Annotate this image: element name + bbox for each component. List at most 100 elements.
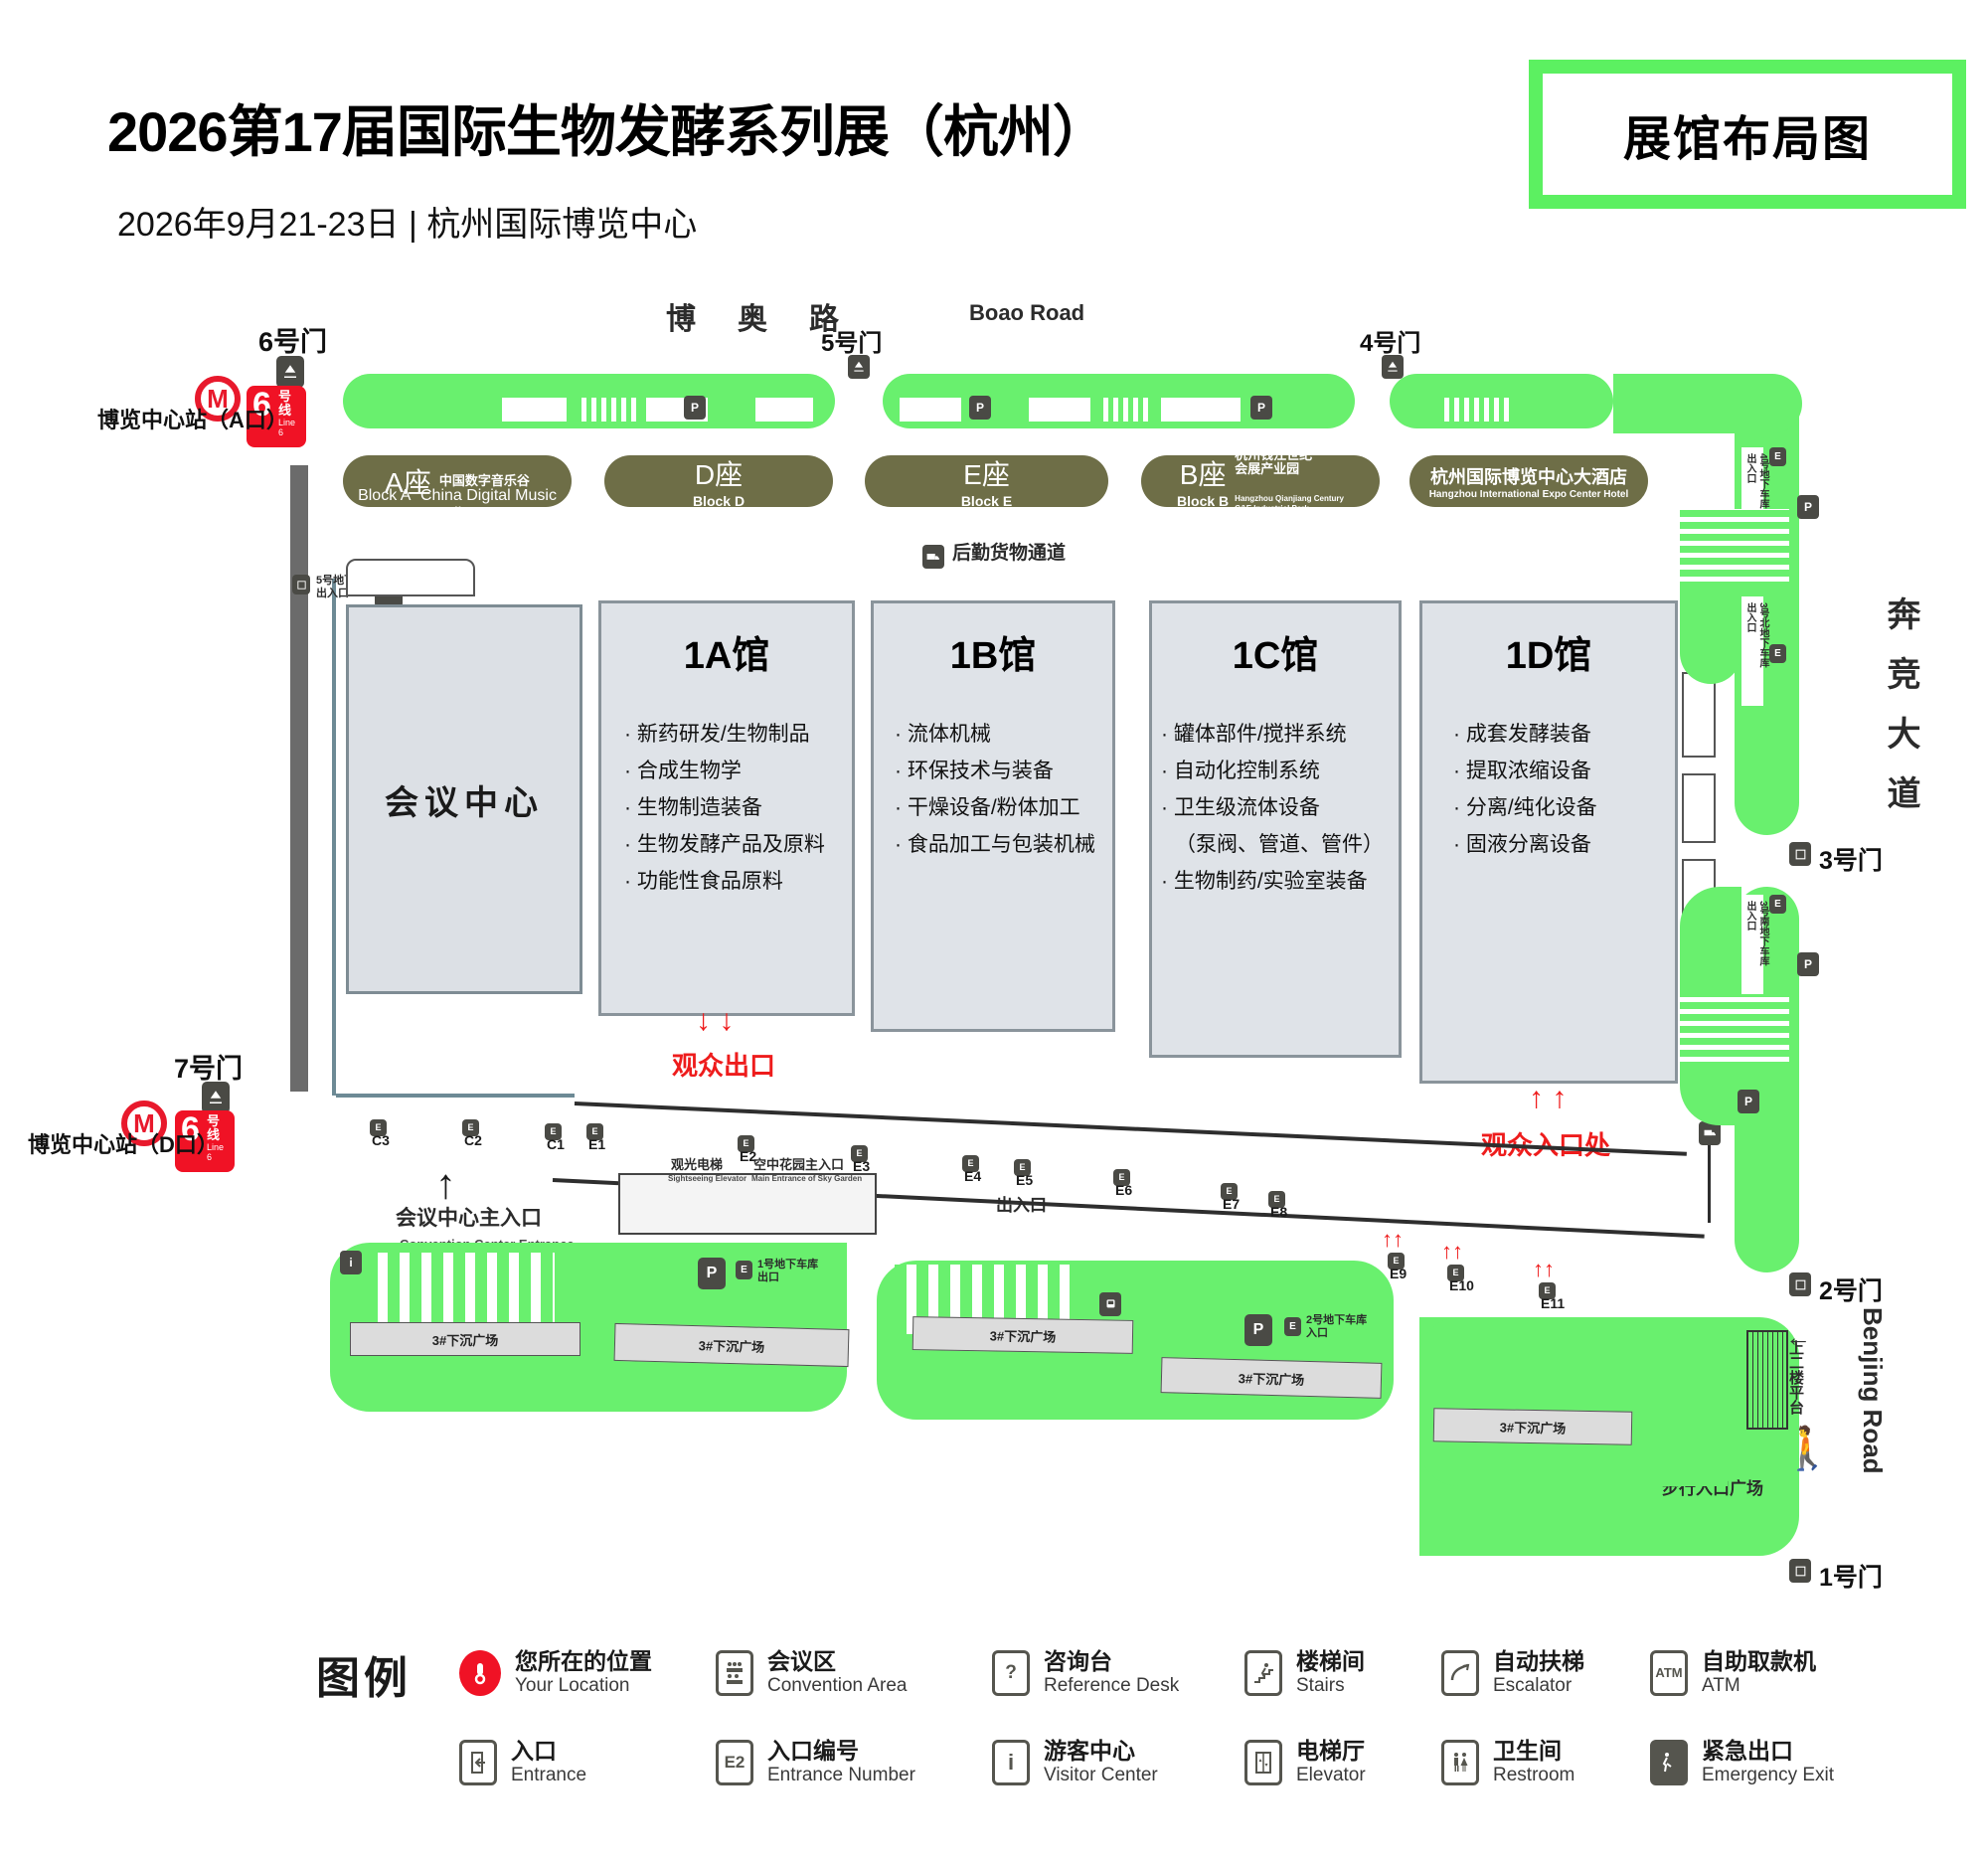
legend-label-en-11: Emergency Exit bbox=[1702, 1765, 1835, 1785]
legend-label-en-1: Convention Area bbox=[767, 1675, 908, 1696]
parking-icon-top-2: P bbox=[969, 396, 991, 420]
sunken-plaza-5: 3#下沉广场 bbox=[1432, 1408, 1633, 1445]
pedestrian-icon: 🚶 bbox=[1781, 1425, 1834, 1471]
entrance-code-e8: E8 bbox=[1270, 1204, 1288, 1220]
escalator-to-2f bbox=[1746, 1330, 1788, 1430]
entrance-marker-e11: E E11 bbox=[1539, 1282, 1565, 1317]
entrance-icon-gate2 bbox=[1789, 1272, 1811, 1296]
truck-icon-right bbox=[1699, 1121, 1721, 1145]
layout-badge-label: 展馆布局图 bbox=[1622, 113, 1872, 166]
hall-1a-title: 1A馆 bbox=[683, 635, 770, 677]
legend-item-reference-desk: ? 咨询台 Reference Desk bbox=[992, 1648, 1179, 1697]
green-road-right-corner bbox=[1613, 374, 1802, 433]
garage4-label: 4号地下车库 出入口 bbox=[1744, 453, 1768, 509]
legend-label-cn-6: 入口 bbox=[511, 1738, 557, 1764]
entrance-marker-e1: E E1 bbox=[586, 1123, 606, 1158]
legend-item-visitor-center: i 游客中心 Visitor Center bbox=[992, 1738, 1158, 1786]
entrance-code-e3: E3 bbox=[853, 1158, 871, 1174]
legend-label-cn-5: 自助取款机 bbox=[1702, 1648, 1816, 1674]
entrance-icon bbox=[459, 1739, 497, 1785]
restroom-icon bbox=[1441, 1739, 1479, 1785]
entrance-number-icon-c1: E bbox=[545, 1123, 562, 1140]
block-b-en: Block B bbox=[1177, 493, 1230, 509]
visitor-center-icon-left: i bbox=[340, 1251, 362, 1274]
parking-icon-top-3: P bbox=[1250, 396, 1272, 420]
parking-icon-right-2: P bbox=[1797, 952, 1819, 976]
emergency-exit-icon bbox=[1650, 1739, 1688, 1785]
hall-1a-item-0: · 新药研发/生物制品 bbox=[624, 723, 810, 746]
crosswalk-right-1 bbox=[1680, 509, 1789, 589]
garage3n-label-box bbox=[1741, 596, 1763, 706]
legend-label-en-9: Elevator bbox=[1296, 1765, 1366, 1785]
sky-garden-building bbox=[618, 1173, 877, 1235]
garage1-label: 1号地下车库 出口 bbox=[757, 1259, 819, 1283]
block-a: A座 中国数字音乐谷 bbox=[343, 455, 572, 507]
legend-label-cn-0: 您所在的位置 bbox=[515, 1648, 652, 1674]
entrance-code-e2: E2 bbox=[740, 1148, 757, 1164]
left-arrow-2f: ← bbox=[1785, 1322, 1811, 1352]
crosswalk-right-2 bbox=[1680, 994, 1789, 1069]
entrance-marker-e8: E E8 bbox=[1268, 1191, 1288, 1226]
visitor-exit-label: 观众出口 bbox=[672, 1051, 776, 1081]
metro-station-d: 博览中心站（D口） bbox=[28, 1132, 219, 1157]
your-location-icon bbox=[459, 1649, 501, 1696]
entrance-marker-e10: E E10 bbox=[1447, 1265, 1474, 1299]
convention-center-building: 会议中心 bbox=[346, 604, 582, 994]
entrance-code-e9: E9 bbox=[1390, 1266, 1408, 1281]
hall-1c-item-2: · 卫生级流体设备 bbox=[1161, 796, 1320, 819]
garage2-label: 2号地下车库 入口 bbox=[1306, 1314, 1368, 1339]
hall-1d-title: 1D馆 bbox=[1505, 635, 1592, 677]
escalator-icon bbox=[1441, 1649, 1479, 1696]
block-e: E座 Block E bbox=[865, 455, 1108, 509]
green-plaza-right bbox=[1419, 1317, 1728, 1486]
conv-main-entrance-cn: 会议中心主入口 bbox=[396, 1207, 542, 1230]
green-block-right-1b bbox=[1680, 589, 1741, 684]
gate-label-4: 4号门 bbox=[1360, 330, 1421, 357]
entrance-number-icon-e2: E bbox=[738, 1135, 754, 1152]
entrance-number-icon-e3: E bbox=[851, 1145, 868, 1162]
sunken-plaza-2: 3#下沉广场 bbox=[613, 1322, 850, 1368]
legend-label-cn-11: 紧急出口 bbox=[1702, 1738, 1793, 1764]
entrance-number-icon-c2: E bbox=[462, 1119, 479, 1136]
hall-1b-item-0: · 流体机械 bbox=[895, 723, 991, 746]
garage3-south-label: 3号南地下车库 出入口 bbox=[1744, 901, 1768, 966]
entrance-icon-garage3s: E bbox=[1769, 895, 1786, 914]
entrance-code-e1: E1 bbox=[588, 1136, 606, 1152]
page-subtitle: 2026年9月21-23日 | 杭州国际博览中心 bbox=[117, 206, 698, 244]
hall-1b-item-2: · 干燥设备/粉体加工 bbox=[895, 796, 1080, 819]
block-b-cn: B座 bbox=[1179, 459, 1227, 490]
hall-1a-item-2: · 生物制造装备 bbox=[624, 796, 762, 819]
reference-desk-icon: ? bbox=[992, 1649, 1030, 1696]
legend-label-cn-1: 会议区 bbox=[767, 1648, 836, 1674]
block-d-en: Block D bbox=[692, 493, 746, 509]
conv-entrance-arrow: ↑ bbox=[435, 1160, 456, 1207]
sunken-plaza-4: 3#下沉广场 bbox=[1160, 1357, 1383, 1399]
road-label-boao-en: Boao Road bbox=[969, 300, 1085, 325]
hall-1c-item-0: · 罐体部件/搅拌系统 bbox=[1161, 723, 1347, 746]
legend-label-en-8: Visitor Center bbox=[1044, 1765, 1158, 1785]
entrance-icon-gate7 bbox=[202, 1082, 230, 1113]
block-a-sub-cn: 中国数字音乐谷 bbox=[438, 473, 530, 488]
hall-1d-list: · 成套发酵装备 · 提取浓缩设备 · 分离/纯化设备 · 固液分离设备 bbox=[1453, 716, 1692, 863]
road-label-boao-cn: 博 奥 路 bbox=[666, 303, 845, 336]
metro-line-badge-a: 6 号线 Line 6 bbox=[247, 386, 306, 447]
entrance-code-e5: E5 bbox=[1016, 1172, 1034, 1188]
legend-label-cn-7: 入口编号 bbox=[767, 1738, 859, 1764]
entrance-icon-gate5 bbox=[848, 355, 870, 379]
legend-title: 图例 bbox=[316, 1654, 412, 1703]
block-hotel-en: Hangzhou International Expo Center Hotel bbox=[1428, 488, 1629, 500]
entrance-code-e6: E6 bbox=[1115, 1182, 1133, 1198]
entrance-icon-garage3n: E bbox=[1769, 644, 1786, 663]
block-b-sub-cn: 杭州钱江世纪 会展产业园 bbox=[1235, 447, 1313, 476]
hall-1d-item-1: · 提取浓缩设备 bbox=[1453, 760, 1591, 782]
block-hotel: 杭州国际博览中心大酒店 Hangzhou International Expo … bbox=[1409, 455, 1648, 507]
gate-label-2: 2号门 bbox=[1819, 1277, 1883, 1305]
gate-label-5: 5号门 bbox=[821, 330, 883, 357]
entrance-number-icon-e11: E bbox=[1539, 1282, 1556, 1299]
convention-area-icon bbox=[716, 1649, 753, 1696]
hall-1c-list: · 罐体部件/搅拌系统 · 自动化控制系统 · 卫生级流体设备 （泵阀、管道、管… bbox=[1161, 716, 1408, 900]
block-d: D座 Block D bbox=[604, 455, 833, 509]
entrance-number-icon-e7: E bbox=[1221, 1183, 1238, 1200]
legend-item-your-location: 您所在的位置 Your Location bbox=[459, 1648, 652, 1697]
garage3s-label-box bbox=[1741, 895, 1763, 1004]
